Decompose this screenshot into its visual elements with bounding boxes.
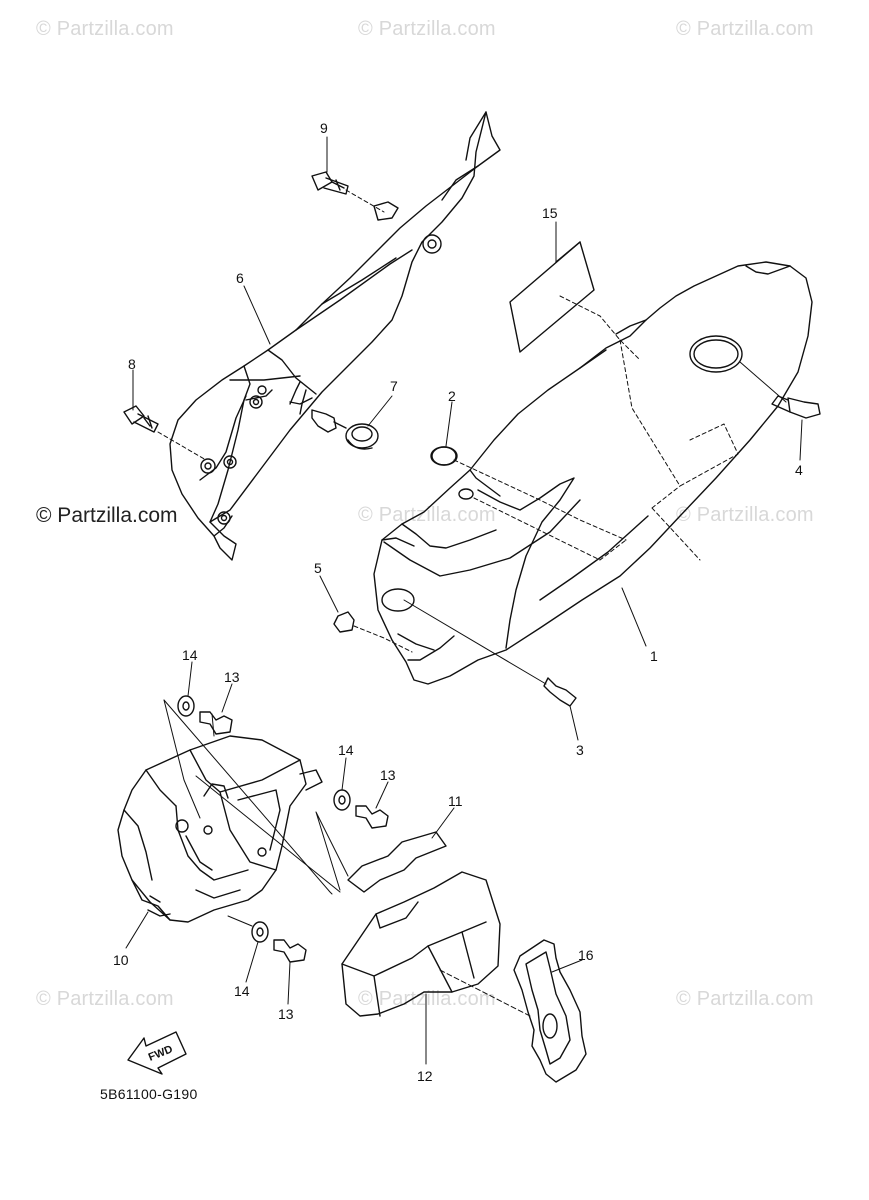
callout-10: 10 [113, 952, 129, 968]
callout-7: 7 [390, 378, 398, 394]
part-15-label [509, 241, 595, 353]
watermark: © Partzilla.com [676, 504, 814, 526]
part-13-bolt-c [273, 939, 307, 963]
callout-16: 16 [578, 947, 594, 963]
part-14-washer-b [333, 789, 351, 811]
callout-9: 9 [320, 120, 328, 136]
callout-4: 4 [795, 462, 803, 478]
callout-8: 8 [128, 356, 136, 372]
watermark: © Partzilla.com [676, 18, 814, 40]
callout-15: 15 [542, 205, 558, 221]
part-3-bolt [543, 677, 577, 707]
callout-14a: 14 [182, 647, 198, 663]
part-8-bolt [123, 405, 159, 433]
fwd-arrow-icon: FWD [127, 1031, 187, 1075]
callout-1: 1 [650, 648, 658, 664]
watermark: © Partzilla.com [36, 988, 174, 1010]
part-9-bolt [311, 171, 349, 195]
part-13-bolt-a [199, 711, 233, 735]
watermark: © Partzilla.com [36, 18, 174, 40]
part-16-band [513, 939, 587, 1083]
watermark: © Partzilla.com [676, 988, 814, 1010]
part-7-damper [345, 423, 379, 450]
callout-13c: 13 [278, 1006, 294, 1022]
part-11-plate [347, 831, 447, 893]
leader-lines [125, 136, 803, 1065]
part-6-side-guard [169, 111, 501, 561]
part-13-bolt-b [355, 805, 389, 829]
callout-5: 5 [314, 560, 322, 576]
callout-2: 2 [448, 388, 456, 404]
part-12-cover [341, 871, 501, 1017]
part-5-collar [333, 611, 355, 633]
part-10-box [117, 735, 323, 923]
watermark: © Partzilla.com [358, 18, 496, 40]
callout-13a: 13 [224, 669, 240, 685]
watermark: © Partzilla.com [358, 504, 496, 526]
watermark-dark: © Partzilla.com [36, 504, 178, 527]
grommet-pin [311, 409, 347, 433]
callout-12: 12 [417, 1068, 433, 1084]
callout-3: 3 [576, 742, 584, 758]
fwd-label: FWD [147, 1043, 175, 1064]
watermark: © Partzilla.com [358, 988, 496, 1010]
part-4-bolt [771, 395, 821, 419]
diagram-code: 5B61100-G190 [100, 1086, 198, 1102]
callout-14c: 14 [234, 983, 250, 999]
part-2-damper [430, 446, 458, 466]
callout-14b: 14 [338, 742, 354, 758]
callout-6: 6 [236, 270, 244, 286]
part-14-washer-c [251, 921, 269, 943]
part-14-washer-a [177, 695, 195, 717]
callout-11: 11 [448, 793, 463, 809]
callout-13b: 13 [380, 767, 396, 783]
